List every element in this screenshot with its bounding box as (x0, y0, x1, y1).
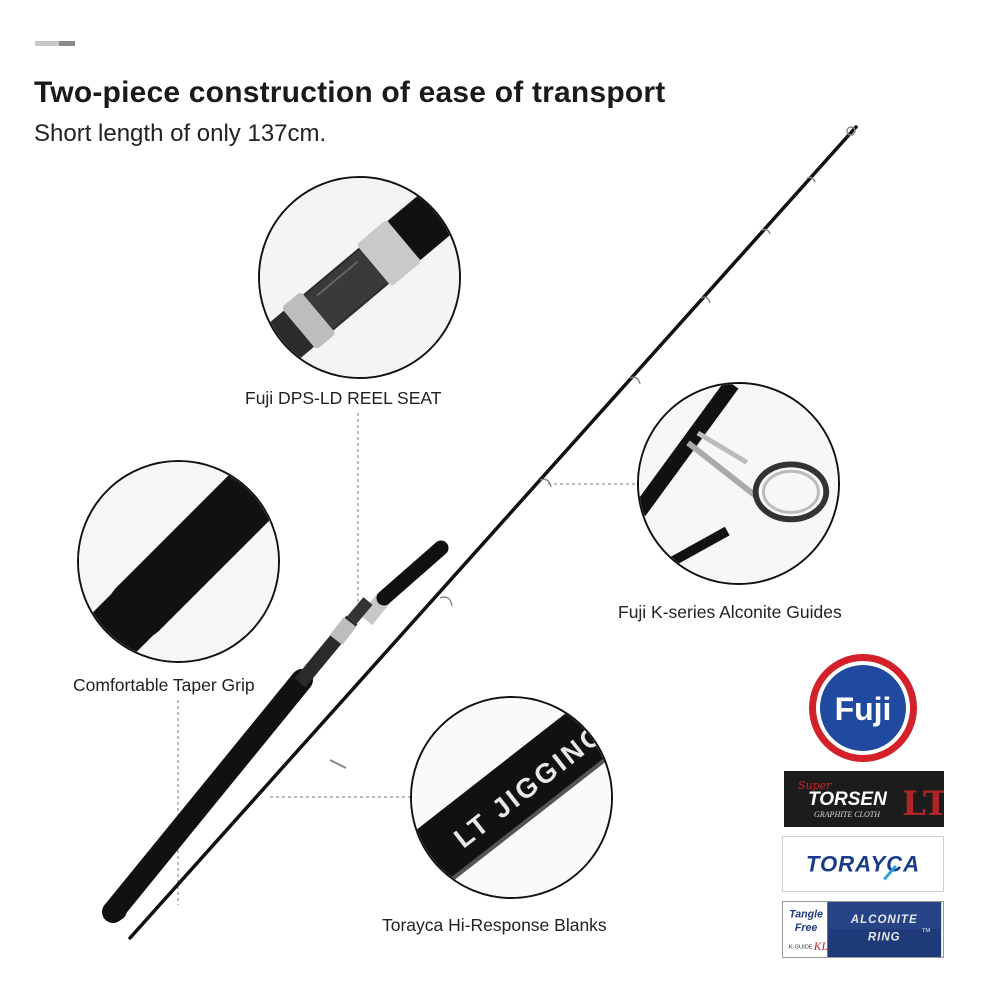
detail-circle-reel-seat (258, 176, 461, 379)
page-title: Two-piece construction of ease of transp… (34, 76, 666, 109)
svg-text:TM: TM (922, 928, 931, 934)
svg-text:ALCONITE: ALCONITE (850, 914, 918, 926)
detail-circle-grip (77, 460, 280, 663)
svg-text:GRAPHITE CLOTH: GRAPHITE CLOTH (814, 810, 881, 819)
svg-text:Super: Super (798, 779, 832, 792)
page-subtitle: Short length of only 137cm. (34, 120, 327, 147)
rod-tip-section (128, 125, 858, 940)
callout-label-guides: Fuji K-series Alconite Guides (618, 602, 842, 622)
detail-circle-blanks: LT JIGGING (410, 696, 613, 899)
torsen-logo: Super LT TORSEN GRAPHITE CLOTH (784, 771, 944, 827)
svg-text:K-GUIDE: K-GUIDE (789, 944, 813, 950)
callout-label-grip: Comfortable Taper Grip (73, 675, 255, 695)
callout-label-reel-seat: Fuji DPS-LD REEL SEAT (245, 388, 442, 408)
svg-text:RING: RING (868, 932, 901, 944)
svg-text:TORSEN: TORSEN (808, 789, 888, 810)
svg-text:Free: Free (795, 922, 818, 934)
svg-text:Tangle: Tangle (789, 908, 823, 920)
detail-circle-guides (637, 382, 840, 585)
svg-text:KL: KL (813, 940, 828, 953)
callout-label-blanks: Torayca Hi-Response Blanks (382, 915, 607, 935)
rod-guides (329, 126, 856, 769)
rod-butt-cap (105, 899, 127, 921)
torayca-logo: TORAYCA (782, 836, 944, 892)
rod-butt-grip (102, 669, 313, 923)
reel-seat-ring (329, 617, 357, 645)
callout-leader-lines (177, 413, 640, 905)
fuji-logo-text: Fuji (835, 691, 892, 727)
alconite-ring-logo: Tangle Free K-GUIDE KL ALCONITE RING TM (782, 901, 944, 958)
top-accent-bar (35, 41, 75, 46)
fuji-logo: Fuji (807, 652, 919, 764)
rod-fore-grip (376, 540, 449, 606)
svg-text:TORAYCA: TORAYCA (806, 852, 920, 877)
svg-text:LT: LT (902, 784, 944, 824)
